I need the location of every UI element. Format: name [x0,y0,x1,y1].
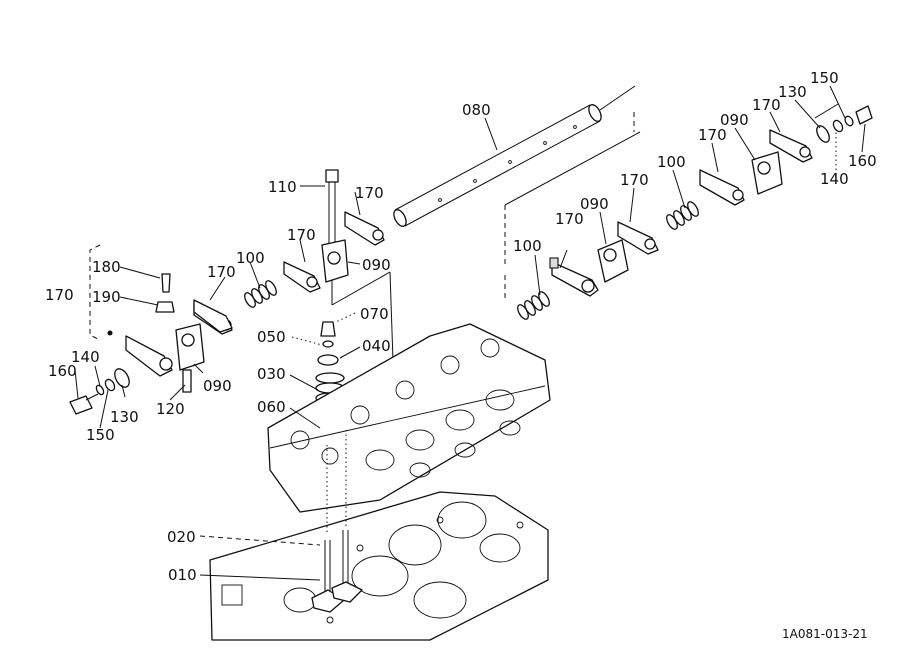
label-170: 170 [287,226,316,244]
leader-lines [74,85,866,581]
label-170: 170 [45,286,74,304]
label-020: 020 [167,528,196,546]
drawing-reference-code: 1A081-013-21 [782,627,868,641]
part-labels: 080 110 170 170 090 180 170 100 170 190 … [45,69,877,584]
label-160: 160 [48,362,77,380]
label-140: 140 [71,348,100,366]
rocker-arm-right-1 [549,257,599,297]
label-130: 130 [778,83,807,101]
label-090: 090 [362,256,391,274]
label-170: 170 [355,184,384,202]
spring-100-upper [666,201,699,230]
rocker-shaft [393,85,636,227]
label-050: 050 [257,328,286,346]
label-180: 180 [92,258,121,276]
rocker-arm-right-4 [769,129,813,163]
label-060: 060 [257,398,286,416]
label-090: 090 [720,111,749,129]
rocker-bracket-right-2 [751,151,783,195]
cylinder-block [209,491,549,641]
label-110: 110 [268,178,297,196]
left-rocker-group [69,244,233,415]
label-120: 120 [156,400,185,418]
label-030: 030 [257,365,286,383]
label-170: 170 [555,210,584,228]
label-150: 150 [810,69,839,87]
label-150: 150 [86,426,115,444]
label-010: 010 [168,566,197,584]
label-160: 160 [848,152,877,170]
label-090: 090 [203,377,232,395]
label-170: 170 [620,171,649,189]
rocker-arm-right-3 [699,169,745,206]
label-130: 130 [110,408,139,426]
label-140: 140 [820,170,849,188]
label-190: 190 [92,288,121,306]
label-070: 070 [360,305,389,323]
spring-100-lower [517,291,550,320]
valves [311,430,363,613]
label-100: 100 [236,249,265,267]
label-080: 080 [462,101,491,119]
label-100: 100 [513,237,542,255]
label-170: 170 [698,126,727,144]
label-100: 100 [657,153,686,171]
label-090: 090 [580,195,609,213]
label-170: 170 [752,96,781,114]
label-170: 170 [207,263,236,281]
rocker-bracket-right-1 [597,239,629,283]
cylinder-head [267,323,551,513]
label-040: 040 [362,337,391,355]
rocker-arm-right-2 [617,221,659,255]
